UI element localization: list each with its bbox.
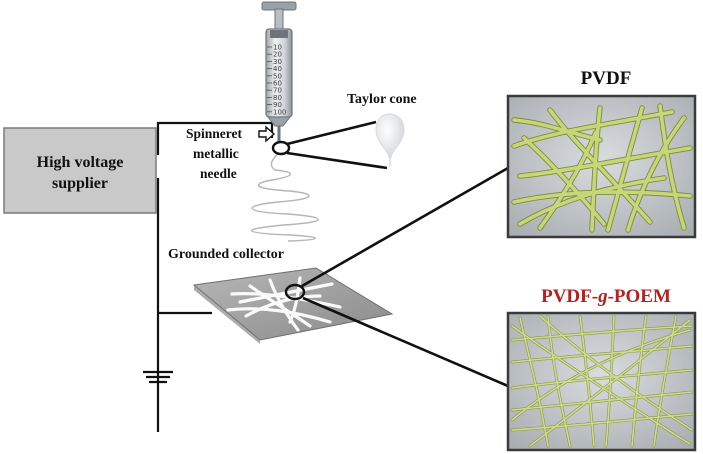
arrow-right-icon	[258, 125, 276, 143]
pvdf-g-poem-title-part1: PVDF-	[541, 286, 598, 307]
ground-symbol-icon	[143, 370, 173, 384]
syringe-scale-label: 100	[273, 108, 286, 116]
pvdf-g-poem-title-g: g	[597, 286, 608, 307]
grounded-collector-plate	[192, 267, 394, 344]
taylor-cone-label: Taylor cone	[347, 92, 417, 107]
syringe-scale-label: 40	[273, 65, 282, 73]
syringe-scale-label: 20	[273, 51, 282, 59]
pvdf-g-poem-fiber-panel	[506, 311, 697, 452]
taylor-cone-callout: Taylor cone	[271, 92, 417, 170]
spinneret-label-line2: metallic	[193, 146, 239, 161]
syringe-scale-label: 90	[273, 101, 282, 109]
grounded-collector-label: Grounded collector	[168, 247, 284, 262]
supplier-label-line2: supplier	[52, 175, 108, 192]
syringe-scale-label: 60	[273, 80, 282, 88]
supplier-label-line1: High voltage	[37, 154, 124, 171]
pvdf-g-poem-title-part2: -POEM	[608, 286, 671, 307]
pvdf-title: PVDF	[581, 68, 632, 89]
syringe-scale-label: 70	[273, 87, 282, 95]
pvdf-g-poem-title: PVDF-g-POEM	[541, 286, 671, 307]
circuit-wires	[156, 121, 274, 432]
pvdf-fiber-panel	[506, 94, 697, 239]
high-voltage-supplier: High voltage supplier	[3, 127, 157, 214]
syringe-scale-label: 50	[273, 72, 282, 80]
fiber-jet-spiral	[251, 151, 319, 242]
spinneret-label-line3: needle	[200, 166, 237, 181]
syringe-scale-label: 80	[273, 94, 282, 102]
collector-callout-lines	[301, 166, 509, 388]
syringe-scale-label: 30	[273, 58, 282, 66]
spinneret-label-line1: Spinneret	[186, 126, 243, 141]
syringe-scale-label: 10	[273, 44, 282, 52]
taylor-cone-icon	[375, 113, 405, 167]
